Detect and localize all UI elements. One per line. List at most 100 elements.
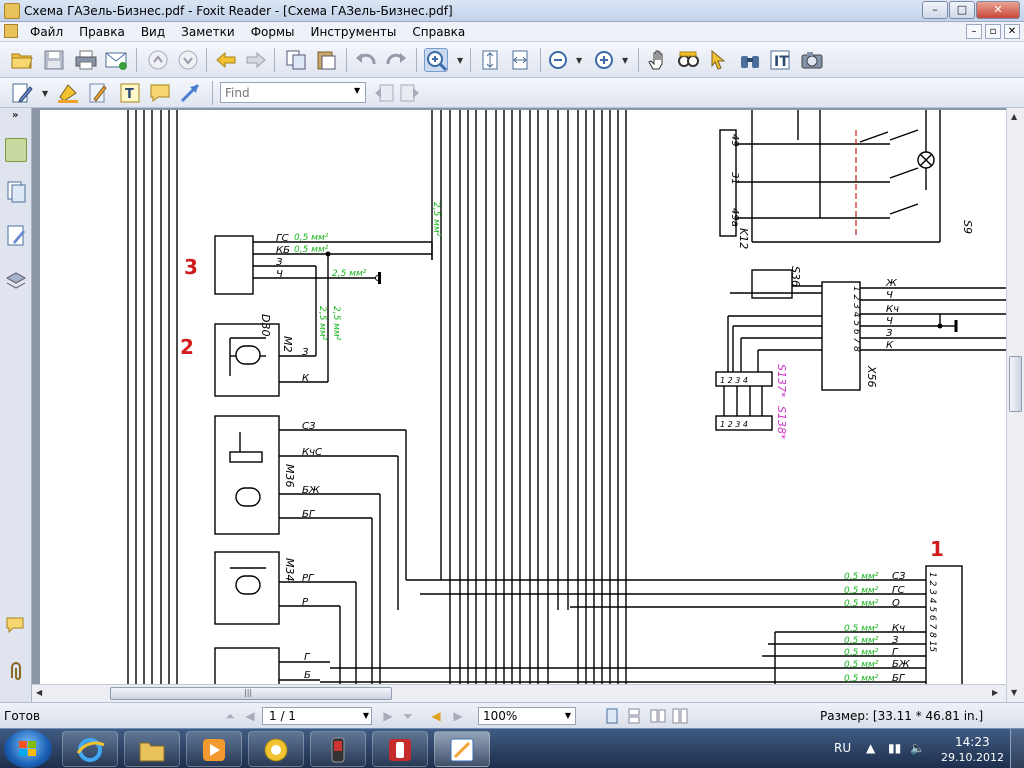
layers-panel-icon[interactable]: [5, 270, 27, 294]
undo-icon[interactable]: [354, 48, 378, 72]
label-s138: S138*: [775, 406, 788, 440]
clock-date[interactable]: 29.10.2012: [941, 751, 1004, 764]
app-icon[interactable]: [4, 3, 20, 19]
doc-restore-button[interactable]: ▫: [985, 24, 1001, 39]
continuous-view-icon[interactable]: [626, 708, 642, 724]
menu-view[interactable]: Вид: [140, 25, 166, 39]
copy-icon[interactable]: [284, 48, 308, 72]
volume-icon[interactable]: 🔈: [910, 741, 925, 755]
forward-arrow-icon[interactable]: [244, 48, 268, 72]
collapse-panel-icon[interactable]: »: [12, 110, 19, 121]
vertical-scroll-thumb[interactable]: [1009, 356, 1022, 412]
next-page-icon[interactable]: [176, 48, 200, 72]
note-pencil-icon[interactable]: [10, 81, 34, 105]
page-number-field[interactable]: 1 / 1: [262, 707, 372, 725]
find-dropdown-icon[interactable]: ▼: [354, 86, 361, 95]
scroll-up-icon[interactable]: ▲: [1011, 112, 1018, 121]
pencil-icon[interactable]: [86, 81, 110, 105]
comment-bubble-icon[interactable]: [148, 81, 172, 105]
document-icon[interactable]: [4, 24, 18, 38]
doc-close-button[interactable]: ✕: [1004, 24, 1020, 39]
zoom-out-dropdown-icon[interactable]: ▼: [576, 56, 583, 65]
next-page-status-icon[interactable]: ▶: [383, 709, 393, 723]
back-view-icon[interactable]: ◀: [431, 709, 441, 723]
pdf-page[interactable]: 3 2 1 D30 M2 M36 M34 S9 K12 S36 X56 S137…: [40, 110, 1006, 690]
fit-page-icon[interactable]: [478, 48, 502, 72]
textbox-icon[interactable]: T: [118, 81, 142, 105]
menu-tools[interactable]: Инструменты: [310, 25, 397, 39]
yandex-browser-icon[interactable]: [248, 731, 304, 767]
pages-panel-icon[interactable]: [5, 180, 27, 204]
highlight-icon[interactable]: [56, 81, 80, 105]
find-input[interactable]: [220, 82, 366, 103]
find-next-icon[interactable]: [398, 81, 422, 105]
doc-minimize-button[interactable]: –: [966, 24, 982, 39]
paste-icon[interactable]: [314, 48, 338, 72]
page-dropdown-icon[interactable]: ▼: [362, 711, 370, 720]
back-arrow-icon[interactable]: [214, 48, 238, 72]
show-hidden-icons-icon[interactable]: ▲: [866, 741, 876, 755]
select-arrow-icon[interactable]: [706, 48, 730, 72]
comments-panel-icon[interactable]: [5, 224, 27, 248]
zoom-dropdown-icon[interactable]: ▼: [564, 711, 572, 720]
find-binoculars-icon[interactable]: [738, 48, 762, 72]
continuous-facing-view-icon[interactable]: [672, 708, 688, 724]
menu-help[interactable]: Справка: [412, 25, 466, 39]
phone-app-2-icon[interactable]: [372, 731, 428, 767]
scroll-right-icon[interactable]: ▶: [992, 688, 999, 697]
phone-app-icon[interactable]: [310, 731, 366, 767]
save-icon[interactable]: [42, 48, 66, 72]
prev-page-icon[interactable]: [146, 48, 170, 72]
previous-page-icon[interactable]: ◀: [245, 709, 255, 723]
attachments-comment-icon[interactable]: [5, 614, 27, 638]
maximize-button[interactable]: □: [949, 1, 975, 19]
zoom-out-icon[interactable]: [546, 48, 570, 72]
show-desktop-button[interactable]: [1010, 729, 1024, 768]
facing-view-icon[interactable]: [650, 708, 666, 724]
hand-tool-icon[interactable]: [646, 48, 670, 72]
bookmarks-panel-icon[interactable]: [5, 138, 27, 162]
file-explorer-icon[interactable]: [124, 731, 180, 767]
fit-width-icon[interactable]: [508, 48, 532, 72]
input-language[interactable]: RU: [834, 741, 852, 755]
document-view[interactable]: 3 2 1 D30 M2 M36 M34 S9 K12 S36 X56 S137…: [32, 108, 1024, 702]
horizontal-scrollbar[interactable]: ◀ ||| ▶: [32, 684, 1006, 702]
menu-forms[interactable]: Формы: [250, 25, 295, 39]
email-icon[interactable]: [104, 48, 128, 72]
zoom-in-tool-icon[interactable]: [424, 48, 448, 72]
first-page-icon[interactable]: ⏶: [225, 709, 235, 723]
internet-explorer-icon[interactable]: [62, 731, 118, 767]
text-select-tool-icon[interactable]: [676, 48, 700, 72]
note-dropdown-icon[interactable]: ▼: [42, 89, 49, 98]
arrow-draw-icon[interactable]: [178, 81, 202, 105]
minimize-button[interactable]: –: [922, 1, 948, 19]
open-icon[interactable]: [10, 48, 34, 72]
attachments-paperclip-icon[interactable]: [5, 660, 27, 684]
scroll-left-icon[interactable]: ◀: [36, 688, 43, 697]
close-button[interactable]: ✕: [976, 1, 1020, 19]
marker-2: 2: [180, 335, 194, 359]
network-icon[interactable]: ▮▮: [888, 741, 902, 755]
menu-file[interactable]: Файл: [30, 25, 64, 39]
last-page-icon[interactable]: ⏷: [403, 709, 413, 723]
find-previous-icon[interactable]: [372, 81, 396, 105]
zoom-tool-dropdown-icon[interactable]: ▼: [457, 56, 464, 65]
clock-time[interactable]: 14:23: [955, 735, 990, 749]
start-button[interactable]: [4, 730, 52, 768]
snapshot-camera-icon[interactable]: [800, 48, 824, 72]
zoom-in-icon[interactable]: [592, 48, 616, 72]
single-page-view-icon[interactable]: [604, 708, 620, 724]
zoom-level-field[interactable]: 100%: [478, 707, 576, 725]
forward-view-icon[interactable]: ▶: [453, 709, 463, 723]
zoom-in-dropdown-icon[interactable]: ▼: [622, 56, 629, 65]
foxit-reader-taskbar-icon[interactable]: [434, 731, 490, 767]
redo-icon[interactable]: [384, 48, 408, 72]
horizontal-scroll-thumb[interactable]: [110, 687, 392, 700]
media-player-icon[interactable]: [186, 731, 242, 767]
vertical-scrollbar[interactable]: ▲ ▼: [1006, 108, 1024, 702]
typewriter-icon[interactable]: IT: [768, 48, 792, 72]
print-icon[interactable]: [74, 48, 98, 72]
scroll-down-icon[interactable]: ▼: [1011, 688, 1018, 697]
menu-comments[interactable]: Заметки: [181, 25, 235, 39]
menu-edit[interactable]: Правка: [79, 25, 125, 39]
